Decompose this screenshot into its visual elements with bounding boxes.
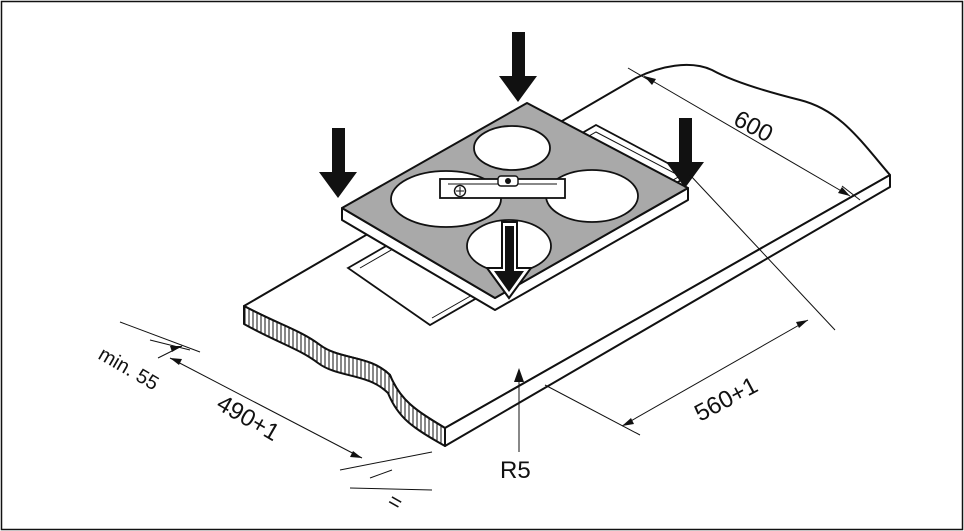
hob-surface xyxy=(341,102,689,299)
hob xyxy=(341,102,689,311)
dimension-min55-label: min. 55 xyxy=(95,343,163,395)
dimension-arrowheads xyxy=(170,76,850,458)
down-arrow-icon xyxy=(319,128,357,198)
down-arrow-icon xyxy=(666,118,704,188)
down-arrow-icon xyxy=(494,226,524,292)
press-arrows xyxy=(319,32,704,300)
down-arrow-icon xyxy=(499,32,537,102)
radius-r5-label: R5 xyxy=(500,457,531,484)
equal-distance-label: = xyxy=(384,488,408,516)
cooking-zone-back xyxy=(473,125,551,171)
dimension-560-label: 560+1 xyxy=(690,372,762,427)
dimension-lines xyxy=(119,67,861,491)
spirit-level-icon xyxy=(439,175,566,199)
